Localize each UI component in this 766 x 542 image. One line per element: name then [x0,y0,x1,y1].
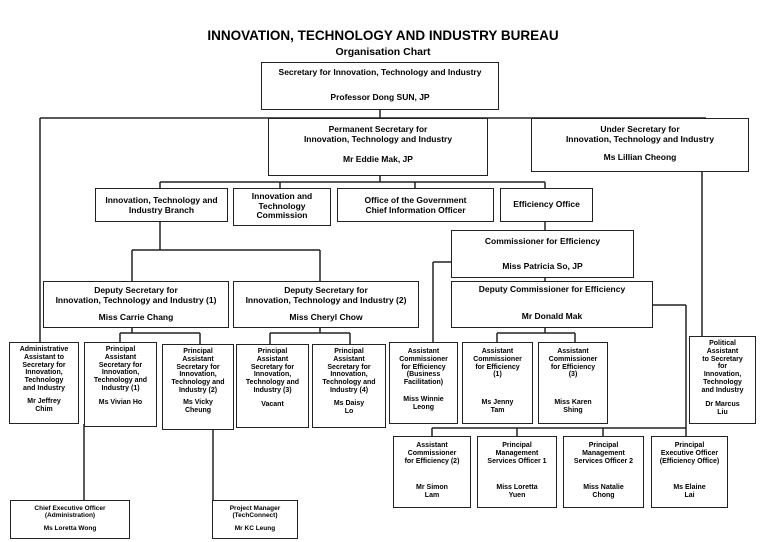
name-pas-3: Vacant [261,400,284,408]
name-pmso-2: Miss Natalie Chong [583,484,624,500]
box-ceo-administration: Chief Executive Officer (Administration)… [10,500,130,539]
box-deputy-secretary-1: Deputy Secretary for Innovation, Technol… [43,281,229,328]
name-peo-efficiency-office: Ms Elaine Lai [673,484,706,500]
box-pas-3: Principal Assistant Secretary for Innova… [236,344,309,428]
role-pas-1: Principal Assistant Secretary for Innova… [93,346,148,393]
name-under-secretary: Ms Lillian Cheong [603,152,677,163]
name-pmso-1: Miss Loretta Yuen [496,484,538,500]
box-commissioner-efficiency: Commissioner for Efficiency Miss Patrici… [451,230,634,278]
name-pas-2: Ms Vicky Cheung [183,398,213,414]
box-pas-2: Principal Assistant Secretary for Innova… [162,344,234,430]
name-deputy-secretary-1: Miss Carrie Chang [98,312,174,323]
name-ace-1: Ms Jenny Tam [481,399,514,415]
role-permanent-secretary: Permanent Secretary for Innovation, Tech… [303,124,453,144]
box-pm-techconnect: Project Manager (TechConnect) Mr KC Leun… [212,500,298,539]
name-pas-4: Ms Daisy Lo [333,399,365,415]
role-ace-1: Assistant Commissioner for Efficiency (1… [473,348,522,379]
name-political-assistant: Dr Marcus Liu [705,400,740,416]
name-pas-1: Ms Vivian Ho [98,398,143,406]
role-pmso-2: Principal Management Services Officer 2 [573,442,634,465]
role-administrative-assistant: Administrative Assistant to Secretary fo… [19,346,69,393]
name-deputy-commissioner-efficiency: Mr Donald Mak [521,310,583,321]
page-title: INNOVATION, TECHNOLOGY AND INDUSTRY BURE… [207,28,559,43]
name-ace-business-facilitation: Miss Winnie Leong [403,396,444,411]
box-political-assistant: Political Assistant to Secretary for Inn… [689,336,756,424]
role-pas-3: Principal Assistant Secretary for Innova… [245,348,300,395]
name-permanent-secretary: Mr Eddie Mak, JP [343,154,413,165]
box-administrative-assistant: Administrative Assistant to Secretary fo… [9,342,79,424]
name-secretary: Professor Dong SUN, JP [330,91,430,102]
box-itib-branch: Innovation, Technology and Industry Bran… [95,188,228,222]
role-pas-2: Principal Assistant Secretary for Innova… [171,348,225,395]
box-pas-4: Principal Assistant Secretary for Innova… [312,344,386,428]
box-peo-efficiency-office: Principal Executive Officer (Efficiency … [651,436,728,508]
box-secretary: Secretary for Innovation, Technology and… [261,62,499,110]
name-ace-3: Miss Karen Shing [554,399,592,415]
box-under-secretary: Under Secretary for Innovation, Technolo… [531,118,749,172]
box-permanent-secretary: Permanent Secretary for Innovation, Tech… [268,118,488,176]
name-ace-2: Mr Simon Lam [416,484,448,500]
role-pmso-1: Principal Management Services Officer 1 [487,442,547,465]
box-ace-2: Assistant Commissioner for Efficiency (2… [393,436,471,508]
box-ace-1: Assistant Commissioner for Efficiency (1… [462,342,533,424]
role-ace-business-facilitation: Assistant Commissioner for Efficiency (B… [399,348,448,387]
role-commissioner-efficiency: Commissioner for Efficiency [484,236,601,246]
name-pm-techconnect: Mr KC Leung [234,524,276,532]
role-ace-2: Assistant Commissioner for Efficiency (2… [404,442,460,465]
role-deputy-commissioner-efficiency: Deputy Commissioner for Efficiency [478,284,626,294]
box-itc: Innovation and Technology Commission [233,188,331,226]
name-administrative-assistant: Mr Jeffrey Chim [27,397,61,413]
role-peo-efficiency-office: Principal Executive Officer (Efficiency … [659,442,720,465]
role-political-assistant: Political Assistant to Secretary for Inn… [701,340,744,394]
role-itib-branch: Innovation, Technology and Industry Bran… [105,195,218,215]
box-ace-3: Assistant Commissioner for Efficiency (3… [538,342,608,424]
name-commissioner-efficiency: Miss Patricia So, JP [502,260,583,271]
box-ace-business-facilitation: Assistant Commissioner for Efficiency (B… [389,342,458,424]
box-pas-1: Principal Assistant Secretary for Innova… [84,342,157,427]
role-pas-4: Principal Assistant Secretary for Innova… [322,348,376,395]
box-deputy-secretary-2: Deputy Secretary for Innovation, Technol… [233,281,419,328]
role-ogcio: Office of the Government Chief Informati… [364,195,467,215]
box-pmso-1: Principal Management Services Officer 1 … [477,436,557,508]
box-pmso-2: Principal Management Services Officer 2 … [563,436,644,508]
role-under-secretary: Under Secretary for Innovation, Technolo… [565,124,715,144]
box-ogcio: Office of the Government Chief Informati… [337,188,494,222]
name-deputy-secretary-2: Miss Cheryl Chow [289,312,363,323]
box-efficiency-office: Efficiency Office [500,188,593,222]
role-ceo-administration: Chief Executive Officer (Administration) [34,505,106,520]
role-secretary: Secretary for Innovation, Technology and… [278,67,482,77]
role-ace-3: Assistant Commissioner for Efficiency (3… [548,348,598,379]
name-ceo-administration: Ms Loretta Wong [43,524,97,532]
role-deputy-secretary-2: Deputy Secretary for Innovation, Technol… [245,285,407,305]
page-subtitle: Organisation Chart [335,46,431,58]
box-deputy-commissioner-efficiency: Deputy Commissioner for Efficiency Mr Do… [451,281,653,328]
role-deputy-secretary-1: Deputy Secretary for Innovation, Technol… [55,285,217,305]
role-efficiency-office: Efficiency Office [513,199,580,209]
role-pm-techconnect: Project Manager (TechConnect) [229,505,281,520]
role-itc: Innovation and Technology Commission [251,191,313,221]
